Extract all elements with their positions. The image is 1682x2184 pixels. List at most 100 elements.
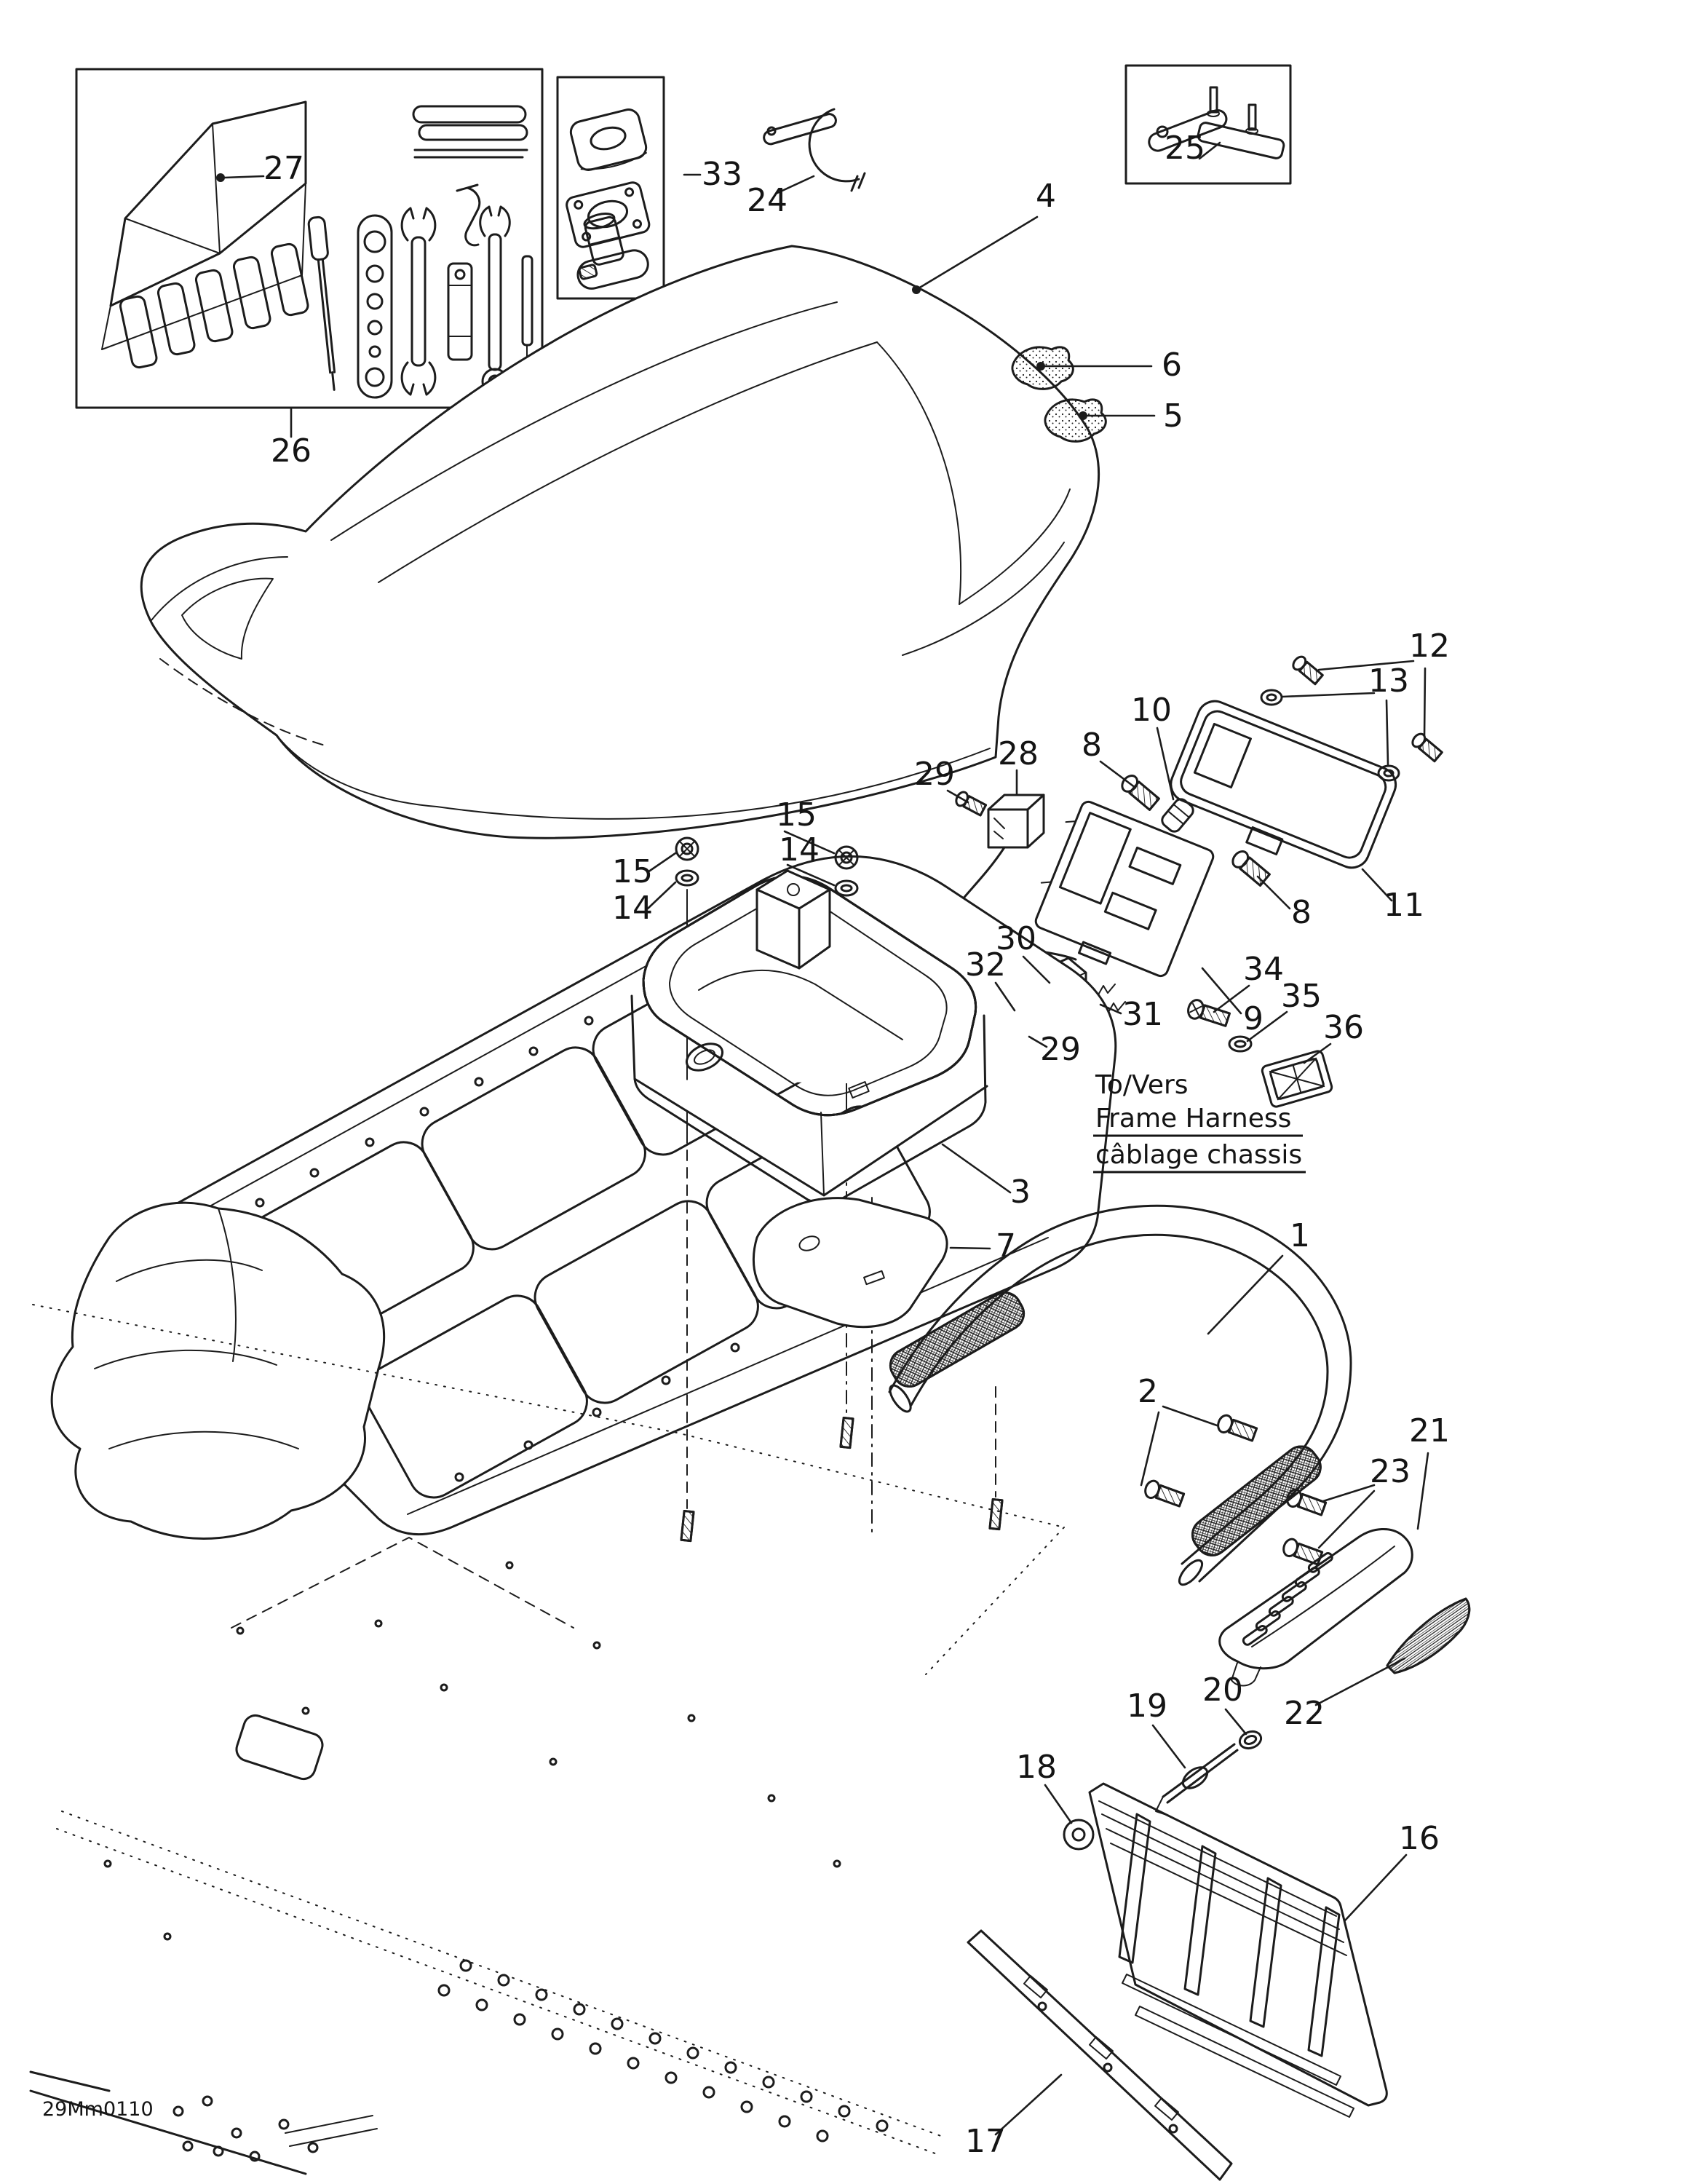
callout-18: 18 xyxy=(1016,1749,1057,1786)
washer-35-icon xyxy=(1228,1035,1253,1053)
washer-14b-icon xyxy=(834,879,859,897)
seat-base-frame xyxy=(50,855,1117,1540)
flap-washer-icon xyxy=(1063,1819,1095,1851)
flap-ribs xyxy=(1118,1813,1341,2057)
leader-lines xyxy=(216,141,1429,2136)
storage-box xyxy=(630,869,988,1205)
callout-1: 1 xyxy=(1290,1217,1310,1254)
callout-2: 2 xyxy=(1138,1373,1158,1410)
callout-11: 11 xyxy=(1384,887,1424,924)
callout-35: 35 xyxy=(1281,978,1322,1015)
callout-31: 31 xyxy=(1122,996,1163,1033)
hook-tool-icon xyxy=(456,183,481,247)
callout-27: 27 xyxy=(263,150,304,187)
tunnel xyxy=(29,1304,1065,2175)
callout-9: 9 xyxy=(1243,1000,1264,1037)
cover-reflector-icon xyxy=(1386,1597,1471,1674)
folded-rod-icon xyxy=(412,105,528,159)
nut-15a-icon xyxy=(675,836,699,861)
spark-plug-tube-icon xyxy=(447,262,473,361)
handle-cover xyxy=(1218,1488,1471,1687)
reflector-36-icon xyxy=(1261,1050,1333,1108)
traction-holes xyxy=(172,1959,889,2162)
taillight-base xyxy=(1034,800,1215,978)
washer-14a-icon xyxy=(675,869,699,887)
snow-flap xyxy=(967,1730,1388,2181)
callout-30: 30 xyxy=(996,920,1036,957)
callout-3: 3 xyxy=(1010,1174,1031,1211)
callout-25: 25 xyxy=(1165,130,1205,167)
support-bracket-icon xyxy=(1148,86,1285,159)
callout-33: 33 xyxy=(702,156,742,193)
rear-grab-handle xyxy=(888,1204,1352,1586)
spanner-wrench-icon xyxy=(763,108,866,192)
callout-8b: 8 xyxy=(1291,894,1312,931)
flap-stiffener xyxy=(967,1929,1233,2181)
box-wrench-strip-icon xyxy=(357,214,393,399)
callout-15b: 15 xyxy=(776,796,817,834)
bottom-pan xyxy=(752,1197,948,1329)
tool-kit-box xyxy=(75,68,544,409)
open-end-wrench-icon xyxy=(400,207,437,396)
screw-12a-icon xyxy=(1292,655,1324,686)
callout-23: 23 xyxy=(1370,1453,1411,1490)
callout-29a: 29 xyxy=(914,756,955,793)
storage-box-gasket xyxy=(642,875,977,1117)
harness-note-line3: câblage chassis xyxy=(1095,1140,1302,1170)
taillight-bulb-icon xyxy=(1161,798,1194,833)
harness-note-line2: Frame Harness xyxy=(1095,1104,1291,1133)
seal-pad-icon xyxy=(569,108,648,171)
flap-o-ring-icon xyxy=(1238,1730,1263,1750)
cover-vents xyxy=(1242,1552,1333,1646)
bracket-box xyxy=(1124,64,1292,185)
callouts: 1 2 3 4 5 6 7 8 8 9 10 11 12 13 14 15 14… xyxy=(263,130,1450,2160)
screw-12b-icon xyxy=(1411,732,1443,763)
tool-kit-border xyxy=(75,68,544,409)
callout-12: 12 xyxy=(1409,628,1450,665)
callout-13: 13 xyxy=(1368,662,1409,700)
tunnel-rivets xyxy=(103,1561,841,1941)
harness-note-line1: To/Vers xyxy=(1095,1070,1189,1100)
pin-rod-icon xyxy=(521,255,533,366)
callout-15a: 15 xyxy=(612,853,653,890)
screw-23b-icon xyxy=(1282,1538,1324,1566)
screwdriver-icon xyxy=(307,215,336,391)
callout-10: 10 xyxy=(1131,692,1172,729)
callout-26: 26 xyxy=(271,432,312,470)
handle-grip-left xyxy=(889,1291,1026,1388)
screw-2b-icon xyxy=(1144,1479,1186,1508)
callout-22: 22 xyxy=(1284,1695,1325,1732)
callout-21: 21 xyxy=(1409,1412,1450,1449)
screw-34-icon xyxy=(1187,999,1231,1027)
callout-29b: 29 xyxy=(1040,1031,1081,1068)
drawing-code: 29Mm0110 xyxy=(42,2098,154,2121)
taillight-lens xyxy=(1170,700,1397,869)
latch-kit-border xyxy=(556,76,665,300)
screw-8-upper-icon xyxy=(1121,775,1160,811)
callout-4: 4 xyxy=(1036,178,1056,215)
latch-kit-box xyxy=(556,76,665,300)
callout-16: 16 xyxy=(1399,1820,1440,1857)
seat-front-bracket xyxy=(50,1201,386,1540)
callout-14a: 14 xyxy=(612,890,653,927)
latch-pin-icon xyxy=(576,213,649,290)
callout-28: 28 xyxy=(998,735,1039,772)
socket-set-icon xyxy=(119,242,309,369)
callout-24: 24 xyxy=(747,182,788,219)
callout-6: 6 xyxy=(1162,347,1182,384)
screw-29a-icon xyxy=(955,791,988,817)
callout-32: 32 xyxy=(965,946,1006,984)
washer-13a-icon xyxy=(1260,689,1283,706)
screw-23a-icon xyxy=(1286,1488,1328,1516)
nut-15b-icon xyxy=(834,845,859,870)
callout-34: 34 xyxy=(1243,951,1284,988)
harness-note: To/Vers Frame Harness câblage chassis xyxy=(1093,1070,1306,1174)
screw-8-lower-icon xyxy=(1231,850,1271,887)
callout-17: 17 xyxy=(965,2123,1006,2160)
callout-8a: 8 xyxy=(1082,727,1102,764)
flap-pin-icon xyxy=(1155,1743,1239,1815)
callout-7: 7 xyxy=(996,1227,1016,1265)
combination-wrench-icon xyxy=(479,205,511,395)
